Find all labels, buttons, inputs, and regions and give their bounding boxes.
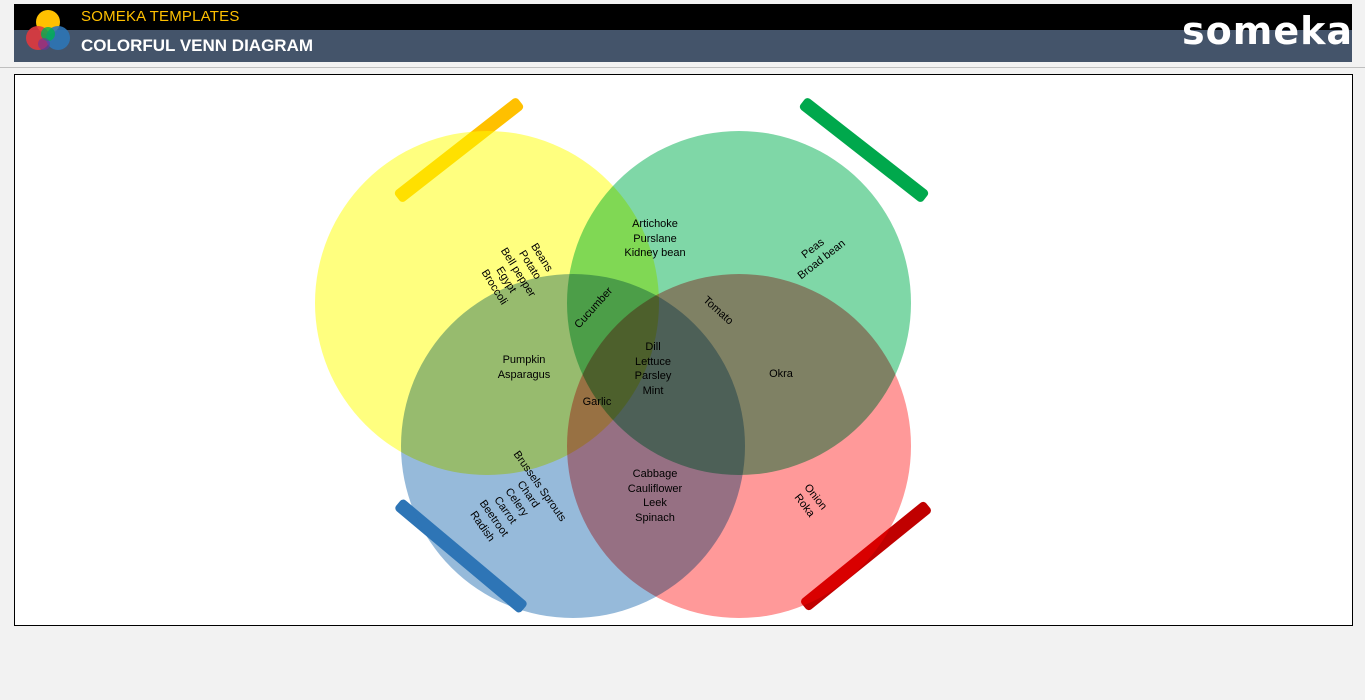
header-top-bar <box>14 4 1352 30</box>
region-item: Kidney bean <box>624 247 685 259</box>
header-title-bar <box>14 30 1352 62</box>
region-item: Cabbage <box>633 468 678 480</box>
brand-name: SOMEKA TEMPLATES <box>81 8 240 25</box>
region-item: Lettuce <box>635 356 671 368</box>
header-divider <box>0 67 1365 68</box>
region-item: Artichoke <box>632 218 678 230</box>
diagram-canvas: Beans Potato Bell pepper Egypt Broccoli … <box>14 74 1353 626</box>
venn-diagram: Beans Potato Bell pepper Egypt Broccoli … <box>315 98 931 618</box>
green-red-label: Okra <box>769 368 794 380</box>
region-item: Spinach <box>635 512 675 524</box>
region-item: Purslane <box>633 233 676 245</box>
page-title: COLORFUL VENN DIAGRAM <box>81 36 314 55</box>
all-four-label: Dill Lettuce Parsley Mint <box>635 341 672 397</box>
region-item: Cauliflower <box>628 483 683 495</box>
region-item: Pumpkin <box>503 354 546 366</box>
region-item: Leek <box>643 497 667 509</box>
blue-red-label: Cabbage Cauliflower Leek Spinach <box>628 468 683 524</box>
yellow-blue-red-label: Garlic <box>583 396 612 408</box>
region-item: Parsley <box>635 370 672 382</box>
red-set-circle <box>567 274 911 618</box>
yellow-blue-label: Pumpkin Asparagus <box>498 354 551 381</box>
region-item: Mint <box>643 385 664 397</box>
yellow-green-label: Artichoke Purslane Kidney bean <box>624 218 685 259</box>
region-item: Asparagus <box>498 369 551 381</box>
region-item: Dill <box>645 341 660 353</box>
green-set-bar <box>799 98 929 202</box>
someka-logo-text: someka <box>1182 9 1354 53</box>
someka-logo-icon <box>26 10 70 50</box>
